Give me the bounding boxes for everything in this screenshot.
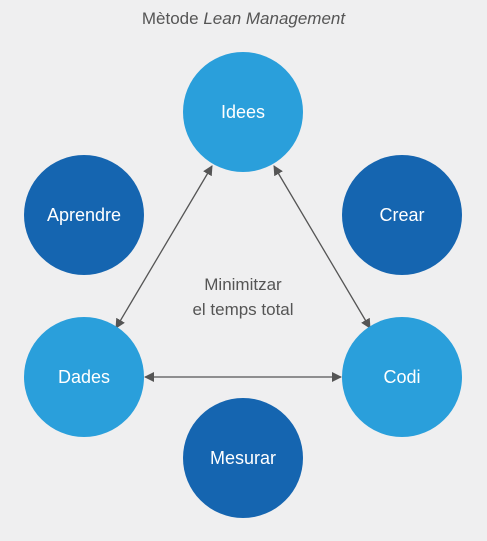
- svg-text:Crear: Crear: [379, 205, 424, 225]
- node-codi: Codi: [342, 317, 462, 437]
- node-mesurar: Mesurar: [183, 398, 303, 518]
- svg-text:Dades: Dades: [58, 367, 110, 387]
- center-line-1: Minimitzar: [204, 275, 282, 294]
- node-dades: Dades: [24, 317, 144, 437]
- arrow-idees-dades: [115, 165, 213, 329]
- node-aprendre: Aprendre: [24, 155, 144, 275]
- svg-text:Aprendre: Aprendre: [47, 205, 121, 225]
- node-crear: Crear: [342, 155, 462, 275]
- diagram-title: Mètode Lean Management: [141, 9, 346, 28]
- svg-text:Codi: Codi: [383, 367, 420, 387]
- svg-text:Mesurar: Mesurar: [210, 448, 276, 468]
- arrow-idees-codi: [273, 165, 371, 329]
- svg-text:Idees: Idees: [221, 102, 265, 122]
- center-line-2: el temps total: [192, 300, 294, 319]
- center-label: Minimitzar el temps total: [143, 272, 343, 322]
- node-idees: Idees: [183, 52, 303, 172]
